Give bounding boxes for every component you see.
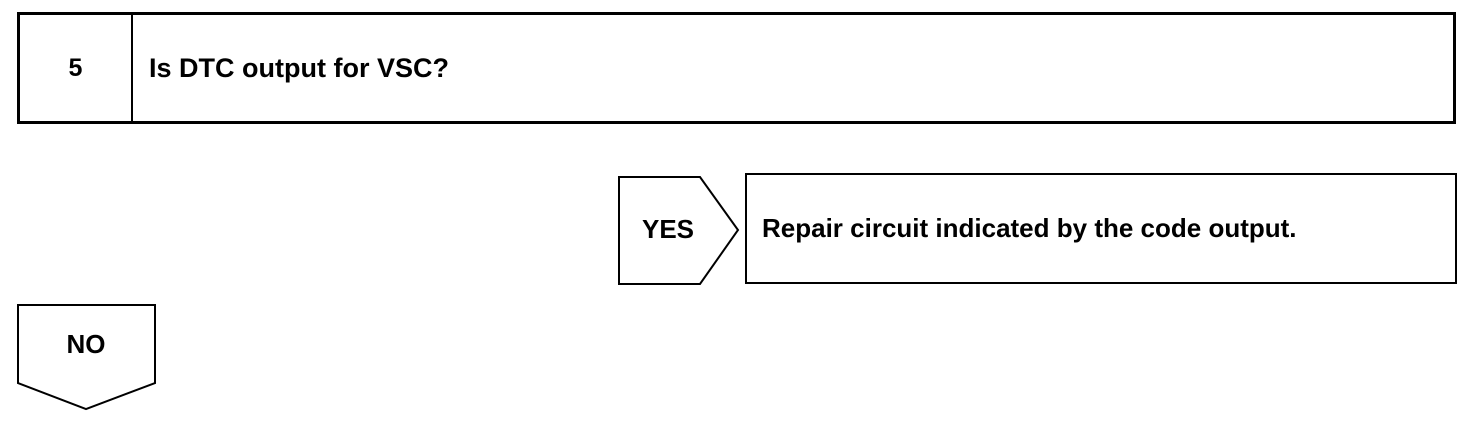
no-label: NO	[66, 328, 106, 359]
yes-arrow-shape	[618, 176, 740, 285]
step-number: 5	[20, 15, 133, 121]
step-question: Is DTC output for VSC?	[149, 52, 449, 83]
yes-label: YES	[641, 213, 695, 244]
yes-action-box: Repair circuit indicated by the code out…	[745, 173, 1457, 284]
no-arrow-shape	[17, 304, 156, 411]
step-header-box: 5 Is DTC output for VSC?	[17, 12, 1456, 124]
